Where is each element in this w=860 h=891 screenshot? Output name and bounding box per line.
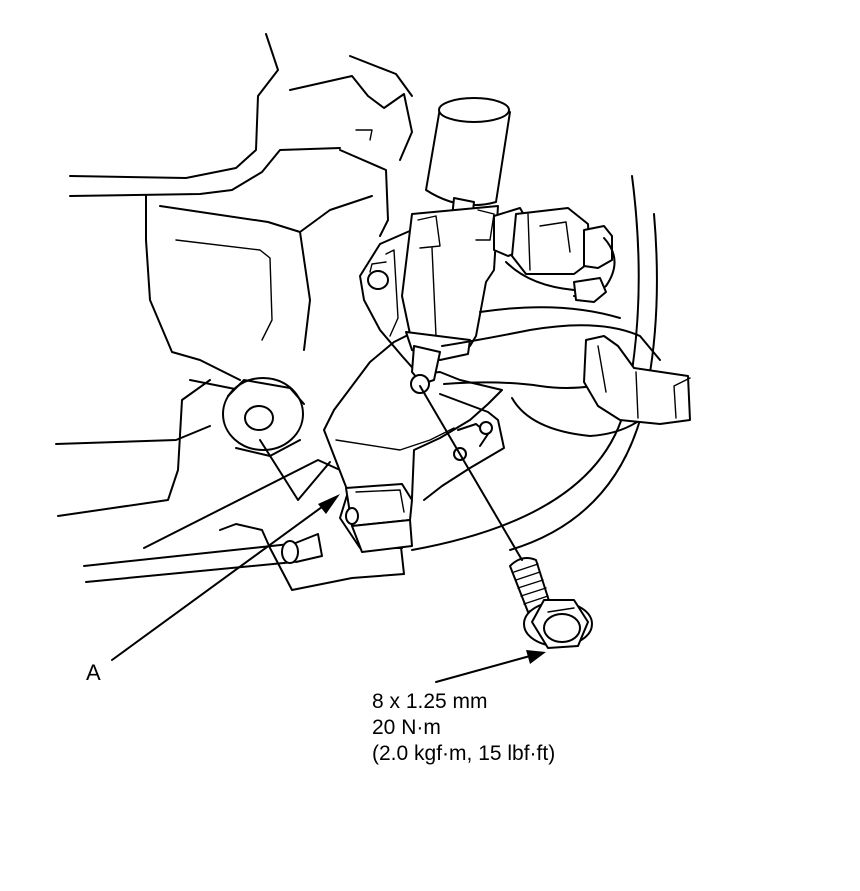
bolt-size-text: 8 x 1.25 mm bbox=[372, 690, 488, 713]
engine-housing bbox=[55, 33, 413, 517]
bolt-axis-line bbox=[419, 385, 523, 561]
bolt-torque-text: 20 N·m bbox=[372, 716, 441, 739]
mounting-bolt bbox=[509, 557, 593, 649]
callout-a-leader bbox=[111, 494, 340, 661]
hose-clip bbox=[441, 306, 691, 437]
bolt-torque-alt-text: (2.0 kgf·m, 15 lbf·ft) bbox=[372, 742, 555, 765]
bolt-spec-leader bbox=[435, 650, 546, 683]
callout-label-a: A bbox=[86, 660, 101, 685]
sensor-assembly bbox=[401, 97, 616, 394]
